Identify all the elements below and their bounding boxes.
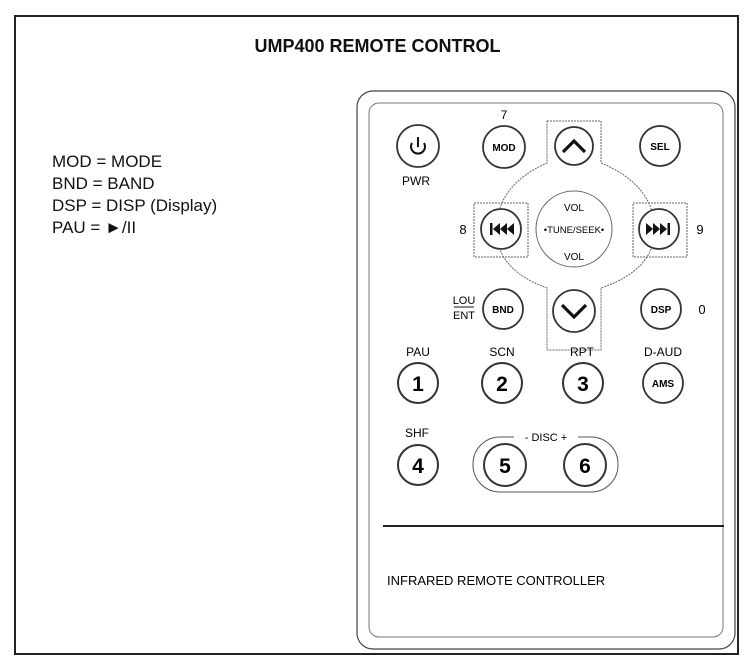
sel-button[interactable]: SEL — [639, 125, 681, 167]
button-1[interactable]: 1 — [397, 362, 439, 404]
infrared-footer-label: INFRARED REMOTE CONTROLLER — [387, 573, 605, 588]
next-track-button[interactable] — [638, 208, 680, 250]
button-3-label: 3 — [577, 373, 589, 396]
legend-bnd: BND = BAND — [52, 174, 155, 193]
dpad-center-ring — [535, 190, 613, 268]
dpad-right-box — [632, 202, 688, 258]
chevron-down-icon — [560, 303, 588, 320]
disc-label: - DISC + — [525, 432, 567, 444]
diagram-title: UMP400 REMOTE CONTROL — [254, 36, 501, 56]
chevron-up-icon — [561, 138, 587, 154]
number-8-label: 8 — [459, 222, 466, 237]
down-button[interactable] — [552, 289, 596, 333]
ams-button[interactable]: AMS — [642, 362, 684, 404]
bnd-button[interactable]: BND — [482, 288, 524, 330]
number-0-label: 0 — [698, 302, 705, 317]
ent-label: ENT — [453, 310, 475, 322]
skip-forward-icon — [646, 223, 670, 235]
d-aud-label: D-AUD — [644, 345, 682, 359]
mod-button[interactable]: MOD — [482, 125, 526, 169]
remote-body-inner — [368, 102, 724, 638]
shf-label: SHF — [405, 426, 429, 440]
number-7-label: 7 — [501, 108, 508, 122]
mod-button-label: MOD — [492, 143, 515, 154]
button-5[interactable]: 5 — [483, 443, 527, 487]
button-4[interactable]: 4 — [397, 444, 439, 486]
dpad-left-box — [473, 202, 529, 258]
up-button[interactable] — [554, 126, 594, 166]
tune-seek-label: •TUNE/SEEK• — [544, 225, 605, 236]
dsp-button-label: DSP — [651, 305, 672, 316]
button-4-label: 4 — [412, 455, 424, 478]
scn-label: SCN — [489, 345, 514, 359]
number-9-label: 9 — [696, 222, 703, 237]
button-2-label: 2 — [496, 373, 508, 396]
bnd-button-label: BND — [492, 305, 514, 316]
vol-up-label: VOL — [564, 203, 584, 214]
dsp-button[interactable]: DSP — [640, 288, 682, 330]
ams-button-label: AMS — [652, 379, 675, 390]
pau-label: PAU — [406, 345, 430, 359]
previous-track-button[interactable] — [480, 208, 522, 250]
diagram-frame — [14, 15, 739, 655]
power-button[interactable] — [396, 124, 440, 168]
button-6[interactable]: 6 — [563, 443, 607, 487]
skip-back-icon — [490, 223, 514, 235]
button-1-label: 1 — [412, 373, 424, 396]
pwr-label: PWR — [402, 174, 430, 188]
vol-down-label: VOL — [564, 252, 584, 263]
button-3[interactable]: 3 — [562, 362, 604, 404]
sel-button-label: SEL — [650, 142, 669, 153]
power-icon — [410, 142, 426, 155]
lou-label: LOU — [453, 295, 476, 307]
rpt-label: RPT — [570, 345, 595, 359]
disc-label-bg — [514, 431, 578, 444]
dpad-cross-outline — [495, 120, 656, 351]
legend-dsp: DSP = DISP (Display) — [52, 196, 218, 215]
button-5-label: 5 — [499, 455, 511, 478]
abbreviation-legend: MOD = MODE BND = BAND DSP = DISP (Displa… — [52, 151, 217, 239]
button-2[interactable]: 2 — [481, 362, 523, 404]
button-6-label: 6 — [579, 455, 591, 478]
legend-pau: PAU = ►/II — [52, 218, 137, 237]
legend-mod: MOD = MODE — [52, 152, 163, 171]
